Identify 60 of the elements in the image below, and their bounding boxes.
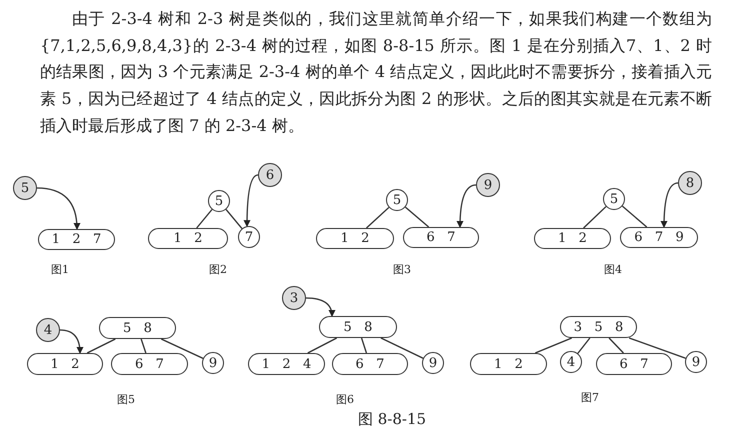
tree-line — [608, 338, 624, 354]
arrow — [456, 184, 476, 228]
key-node-box: 1 2 — [534, 228, 611, 249]
key-node-box: 6 7 — [596, 353, 672, 375]
arrow — [244, 174, 258, 228]
inserted-key-circle: 5 — [13, 176, 37, 200]
arrow — [60, 329, 84, 354]
tree-line — [628, 337, 686, 359]
key-node-box: 1 2 — [148, 228, 228, 249]
key-node-box: 6 7 — [403, 227, 479, 248]
key-circle: 5 — [603, 188, 625, 210]
tree-line — [196, 209, 212, 228]
key-node-box: 3 5 8 — [560, 316, 637, 338]
key-circle: 4 — [560, 351, 582, 373]
figure-label: 图1 — [51, 262, 69, 277]
key-node-box: 6 7 — [111, 353, 188, 375]
arrow — [306, 297, 336, 317]
inserted-key-circle: 6 — [258, 163, 282, 187]
key-node-box: 1 2 — [470, 353, 547, 375]
inserted-key-circle: 9 — [476, 173, 500, 197]
tree-line — [380, 337, 424, 359]
arrow — [660, 182, 678, 228]
tree-line — [404, 206, 430, 228]
key-circle: 9 — [422, 352, 444, 374]
figure-label: 图7 — [581, 390, 599, 405]
key-circle: 5 — [386, 189, 408, 211]
caption: 图 8-8-15 — [358, 410, 426, 429]
tree-line — [86, 338, 116, 354]
key-circle: 5 — [208, 190, 230, 212]
tree-line — [226, 209, 242, 229]
key-node-box: 5 8 — [319, 316, 397, 338]
key-circle: 9 — [202, 352, 224, 374]
figure-label: 图6 — [336, 392, 354, 407]
tree-line — [622, 206, 648, 228]
tree-line — [140, 338, 146, 354]
figure-label: 图3 — [393, 262, 411, 277]
key-node-box: 5 8 — [99, 317, 176, 339]
key-node-box: 1 2 — [27, 353, 103, 375]
inserted-key-circle: 8 — [678, 171, 702, 195]
key-node-box: 6 7 9 — [620, 227, 698, 248]
tree-line — [583, 206, 606, 228]
tree-line — [307, 337, 338, 354]
arrow — [36, 187, 80, 230]
figure-label: 图4 — [604, 262, 622, 277]
paragraph: 由于 2-3-4 树和 2-3 树是类似的，我们这里就简单介绍一下，如果我们构建一个数组为{7,1,2,5,6,9,8,4,3}的 2-3-4 树的过程，如图 8-8-15 所示。图 1 是在分别插入7、1、2 时的结果图，因为 3 个元素满足 2-3-4 树的单个 4 结点定义，因此此时不需要拆分，接着插入元素 5，因为已经超过了 4 结点的定义，因此拆分为图 2 的形状。之后的图其实就是在元素不断插入时最后形成了图 7 的 2-3-4 树。 — [40, 8, 712, 137]
tree-line — [160, 338, 204, 359]
tree-line — [577, 338, 590, 354]
key-circle: 7 — [238, 226, 260, 248]
tree-line — [366, 206, 390, 228]
key-node-box: 1 2 — [316, 228, 394, 249]
tree-line — [360, 338, 368, 354]
key-node-box: 1 2 7 — [38, 229, 115, 250]
inserted-key-circle: 4 — [36, 318, 60, 342]
key-circle: 9 — [685, 351, 707, 373]
inserted-key-circle: 3 — [282, 286, 306, 310]
key-node-box: 6 7 — [332, 353, 408, 375]
key-node-box: 1 2 4 — [248, 353, 325, 375]
tree-line — [535, 337, 572, 354]
figure-label: 图2 — [209, 262, 227, 277]
figure-label: 图5 — [117, 392, 135, 407]
